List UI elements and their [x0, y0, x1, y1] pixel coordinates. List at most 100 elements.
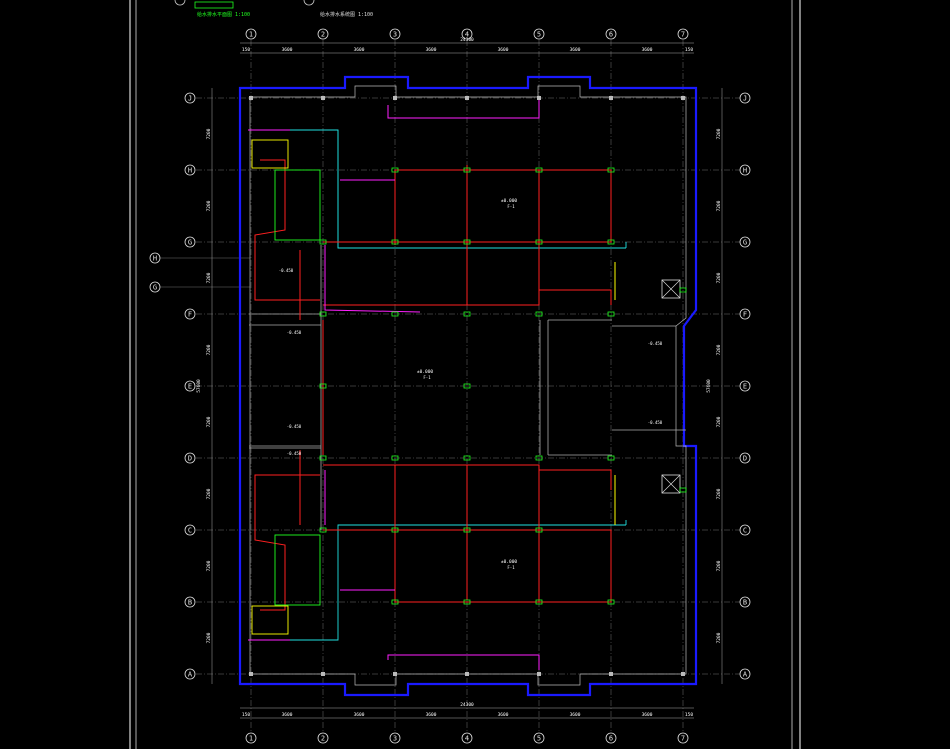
grid-bubble-right-E: [739, 380, 751, 392]
grid-label-left-F: F: [188, 311, 192, 319]
grid-label-right-B: B: [743, 599, 747, 607]
grid-bubble-left-D: [184, 452, 196, 464]
side-dim-seg-left-4: 7200: [206, 416, 212, 427]
valve-20: [391, 527, 399, 533]
grid-bubble-bottom-1: [245, 732, 257, 744]
grid-bubble-bottom-3: [389, 732, 401, 744]
dim-seg-top-0: 3600: [282, 47, 293, 53]
wall-layer: [238, 75, 698, 697]
valve-2: [535, 167, 543, 173]
dim-edge-left-top: 150: [242, 47, 250, 53]
column-1-0: [321, 96, 325, 100]
shaft-diag-b-0: [661, 279, 681, 299]
dim-seg-bottom-1: 3600: [354, 712, 365, 718]
fixture-block-3: [274, 534, 321, 606]
valve-25: [535, 599, 543, 605]
grid-bubble-top-7: [677, 28, 689, 40]
grid-label-bottom-1: 1: [249, 735, 253, 743]
valve-22: [535, 527, 543, 533]
grid-label-right-E: E: [743, 383, 747, 391]
grid-label-top-5: 5: [537, 31, 541, 39]
column-5-0: [609, 96, 613, 100]
grid-bubble-left-F: [184, 308, 196, 320]
valve-30: [679, 487, 687, 493]
magenta-pipe-2: [324, 245, 421, 313]
valve-0: [391, 167, 399, 173]
column-4-8: [537, 672, 541, 676]
grid-label-top-7: 7: [681, 31, 685, 39]
elev-label-1: -0.450: [287, 424, 302, 429]
side-dim-seg-right-5: 7200: [716, 488, 722, 499]
grid-bubble-left-G: [184, 236, 196, 248]
side-dim-seg-left-6: 7200: [206, 560, 212, 571]
grid-label-bottom-4: 4: [465, 735, 469, 743]
dim-seg-bottom-4: 3600: [570, 712, 581, 718]
column-2-0: [393, 96, 397, 100]
dim-total-bottom: 24300: [460, 702, 474, 708]
grid-label-right-G: G: [743, 239, 747, 247]
dim-seg-top-2: 3600: [426, 47, 437, 53]
grid-bubble-right-J: [739, 92, 751, 104]
room-north-elev: ±0.000: [501, 198, 518, 204]
grid-label-right-C: C: [743, 527, 747, 535]
side-dim-seg-right-3: 7200: [716, 344, 722, 355]
elev-label-0: -0.450: [287, 330, 302, 335]
valve-23: [391, 599, 399, 605]
valve-6: [463, 239, 471, 245]
valve-1: [463, 167, 471, 173]
shaft-diag-b-1: [661, 474, 681, 494]
valve-18: [535, 455, 543, 461]
side-dim-seg-right-6: 7200: [716, 560, 722, 571]
grid-bubble-top-4: [461, 28, 473, 40]
top-notes: 给水排水平面图 1:100 给水排水系统图 1:100: [174, 0, 373, 18]
grid-label-bottom-3: 3: [393, 735, 397, 743]
grid-bubble-left-C: [184, 524, 196, 536]
grid-label-right-F: F: [743, 311, 747, 319]
dim-seg-top-3: 3600: [498, 47, 509, 53]
room-center-elev: ±0.000: [417, 369, 434, 375]
side-dim-seg-right-1: 7200: [716, 200, 722, 211]
side-dim-seg-right-0: 7200: [716, 128, 722, 139]
elev-label-3: -0.450: [648, 341, 663, 346]
side-dim-seg-right-2: 7200: [716, 272, 722, 283]
cyan-outline-0: [288, 129, 626, 249]
fixture-block-1: [251, 605, 289, 635]
red-pipe-9: [394, 529, 612, 603]
valve-29: [679, 287, 687, 293]
grid-bubble-top-2: [317, 28, 329, 40]
grid-label-top-2: 2: [321, 31, 325, 39]
note-right: 给水排水系统图 1:100: [320, 11, 373, 18]
column-0-0: [249, 96, 253, 100]
column-1-8: [321, 672, 325, 676]
grid-bubble-left-J: [184, 92, 196, 104]
dim-seg-bottom-5: 3600: [642, 712, 653, 718]
grid-label-left-A: A: [188, 671, 193, 679]
grid-bubble-right-H: [739, 164, 751, 176]
valve-10: [391, 311, 399, 317]
grid-label-left-J: J: [188, 95, 192, 103]
side-marker-label-G: G: [153, 284, 157, 292]
valve-14: [463, 383, 471, 389]
grid-label-left-H: H: [188, 167, 192, 175]
valve-11: [463, 311, 471, 317]
magenta-pipe-1: [387, 654, 540, 670]
grid-bubble-bottom-5: [533, 732, 545, 744]
room-north-sub: F-1: [507, 204, 515, 209]
red-pipe-6: [323, 464, 540, 531]
column-2-8: [393, 672, 397, 676]
dim-edge-right-bottom: 150: [685, 712, 693, 718]
grid-bubble-bottom-7: [677, 732, 689, 744]
valve-16: [391, 455, 399, 461]
grid-label-left-G: G: [188, 239, 192, 247]
valve-15: [319, 455, 327, 461]
side-dim-seg-left-5: 7200: [206, 488, 212, 499]
elev-label-2: -0.450: [287, 451, 302, 456]
grid-bubble-left-E: [184, 380, 196, 392]
red-pipe-4: [323, 242, 540, 306]
column-6-8: [681, 672, 685, 676]
grid-bubble-top-6: [605, 28, 617, 40]
valve-26: [607, 599, 615, 605]
red-pipe-11: [539, 469, 612, 490]
elev-label-4: -0.450: [648, 420, 663, 425]
dim-seg-top-1: 3600: [354, 47, 365, 53]
